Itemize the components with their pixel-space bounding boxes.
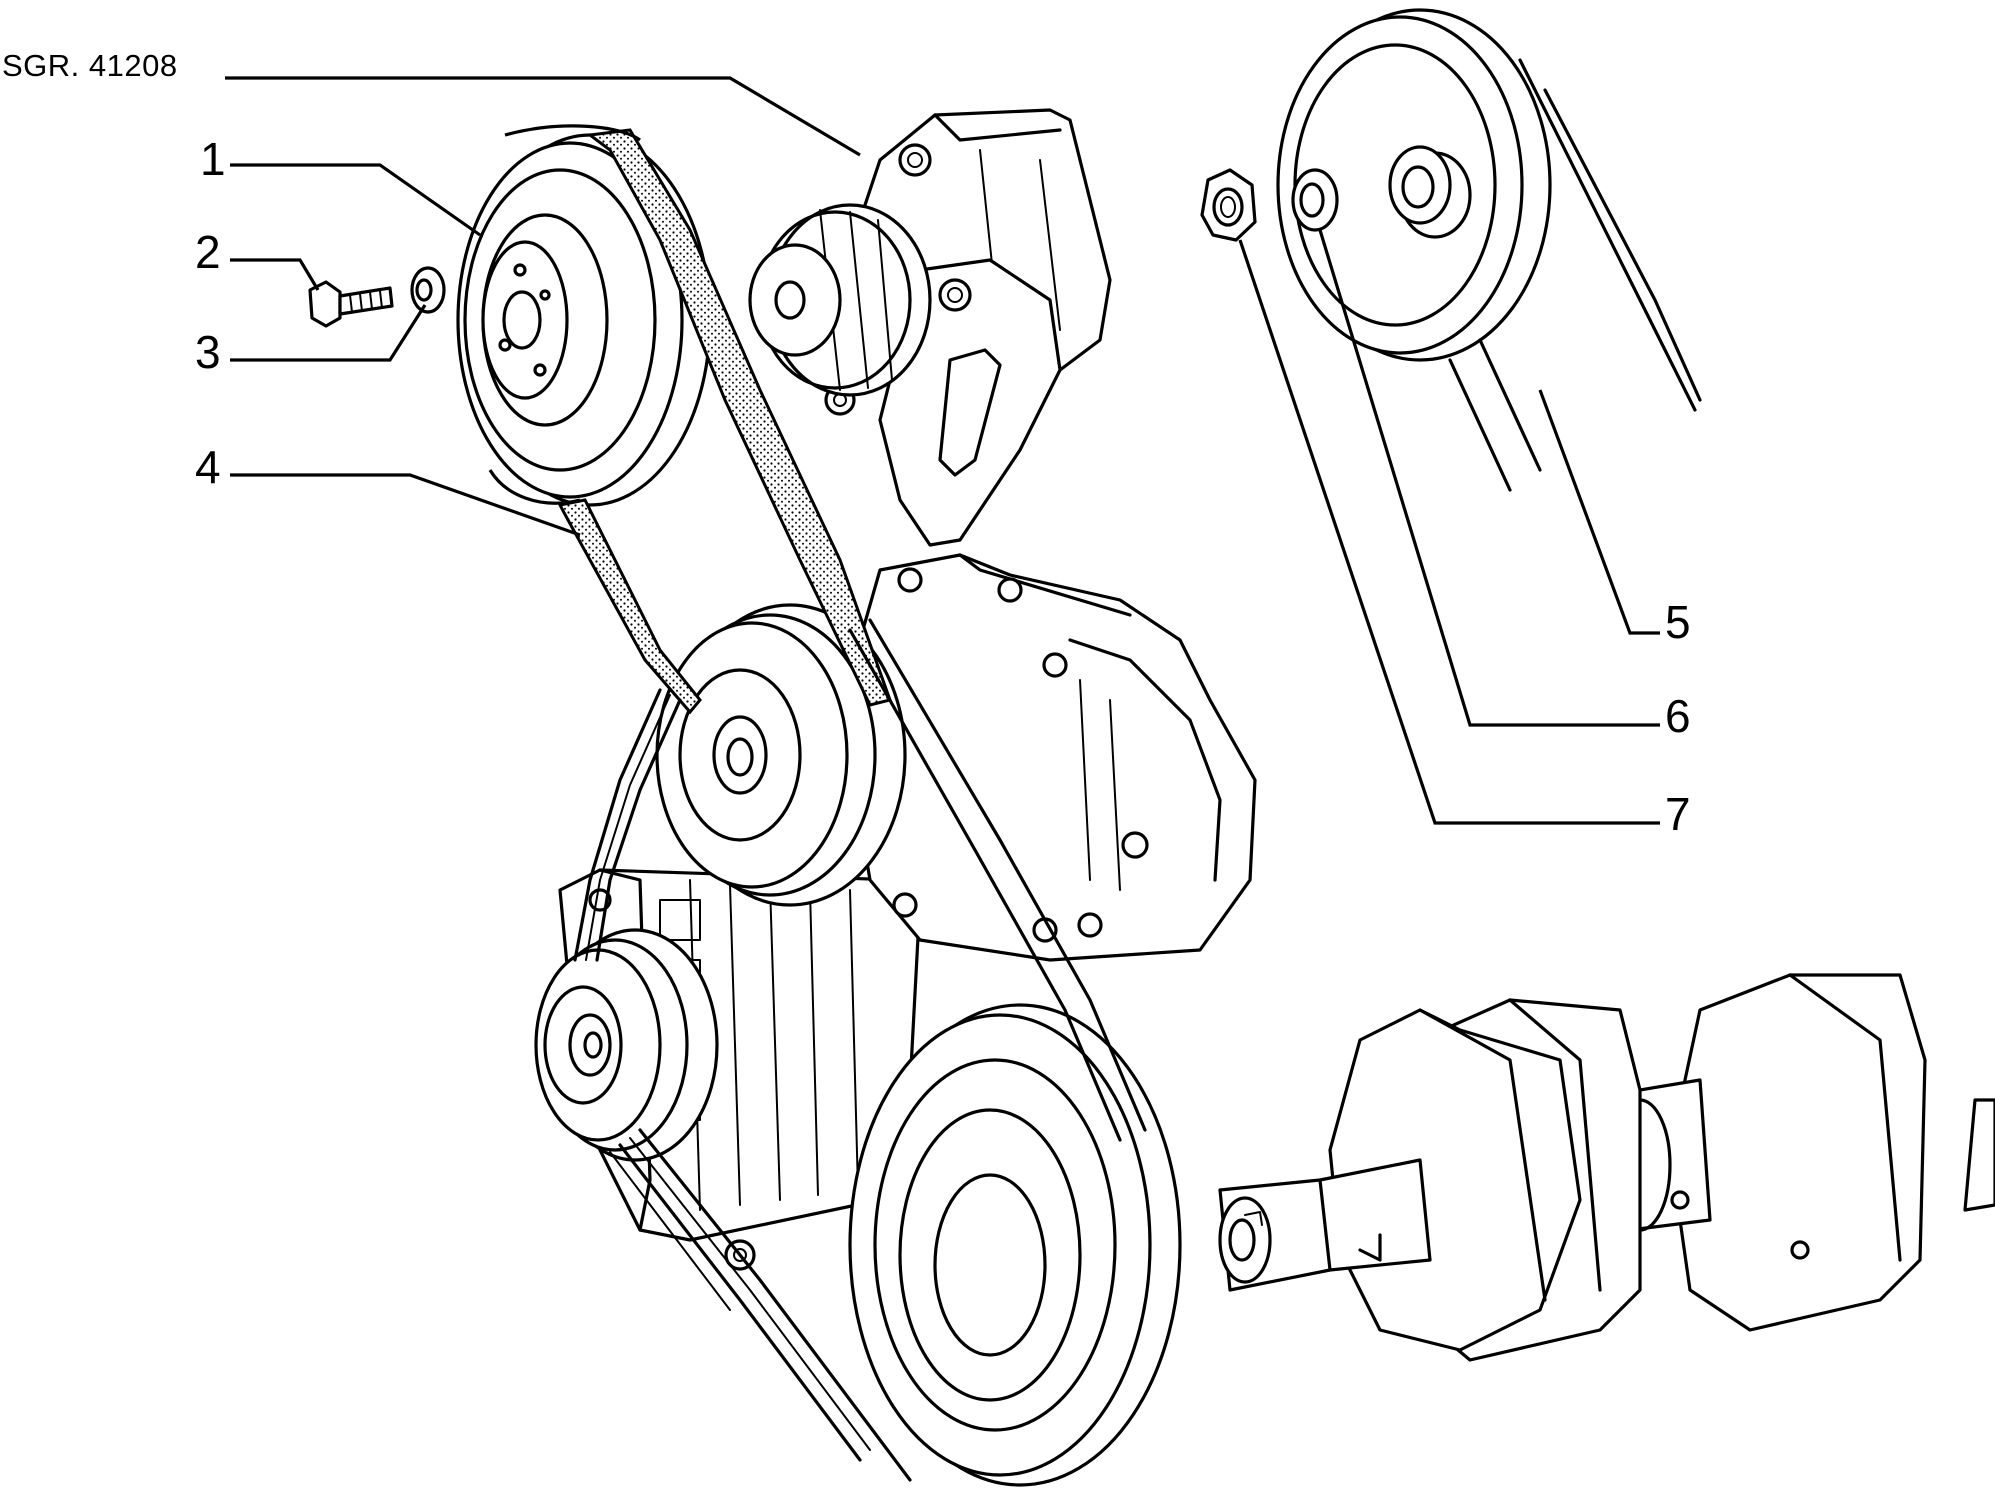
nut-part-7 — [1200, 168, 1257, 242]
crankshaft-pulley — [848, 1003, 1182, 1487]
callout-label-2: 2 — [195, 226, 221, 278]
leader-line-2 — [230, 258, 320, 291]
leader-line-drawing-code — [225, 76, 861, 157]
leader-line-5 — [1538, 389, 1660, 635]
pulley-part-5 — [1276, 8, 1702, 492]
water-pump-body — [848, 553, 1257, 962]
bolt-part-2 — [308, 280, 394, 328]
pulley-part-1 — [456, 133, 712, 507]
leader-line-1 — [230, 163, 481, 237]
water-pump-pulley — [655, 603, 907, 907]
washer-part-6 — [1291, 168, 1339, 232]
leader-lines — [225, 76, 1660, 825]
crankshaft — [1218, 973, 1995, 1362]
drawing-code-label: SGR. 41208 — [2, 48, 178, 83]
callout-label-7: 7 — [1665, 788, 1691, 840]
leader-line-4 — [230, 473, 581, 537]
callout-label-1: 1 — [200, 133, 226, 185]
poly-v-belt — [573, 618, 1147, 1482]
alternator-pulley — [534, 928, 719, 1162]
callout-label-3: 3 — [195, 326, 221, 378]
callout-label-6: 6 — [1665, 690, 1691, 742]
leader-line-3 — [230, 304, 427, 362]
leader-line-7 — [1238, 239, 1660, 825]
v-belt-part-4 — [488, 124, 892, 715]
callout-label-5: 5 — [1665, 596, 1691, 648]
power-steering-pump-pulley — [748, 203, 932, 397]
leader-line-6 — [1318, 229, 1660, 727]
washer-part-3 — [410, 266, 446, 314]
callout-label-4: 4 — [195, 441, 221, 493]
